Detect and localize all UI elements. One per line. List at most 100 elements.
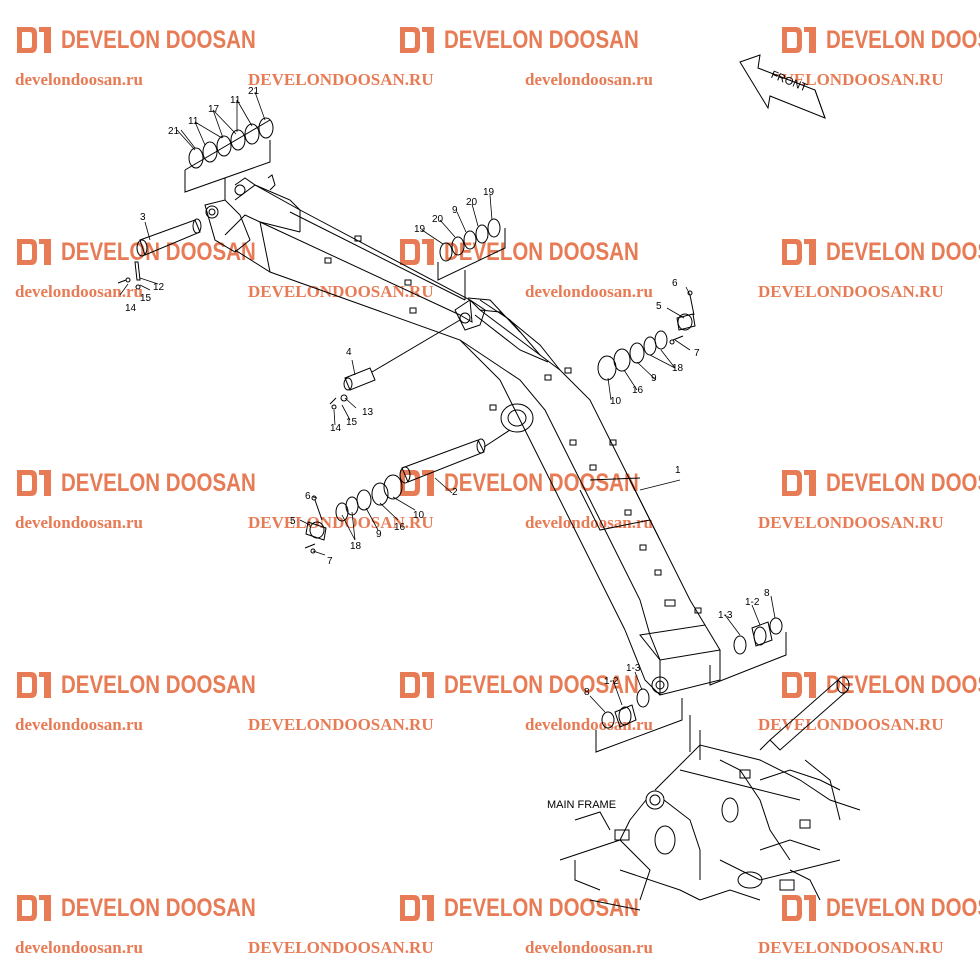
develon-logo-icon: [398, 237, 436, 267]
watermark-logo: DEVELON DOOSAN: [780, 670, 980, 700]
part-number-label: 12: [153, 282, 165, 293]
watermark-site: develondoosan.ru: [15, 513, 143, 532]
watermark-site: develondoosan.ru: [15, 938, 143, 957]
watermark-logo: DEVELON DOOSAN: [15, 468, 299, 498]
part-number-label: 1-3: [718, 610, 733, 621]
watermark-logo: DEVELON DOOSAN: [398, 670, 682, 700]
watermark-site: develondoosan.ru: [525, 715, 653, 734]
part-number-label: 16: [394, 522, 406, 533]
watermark-site: develondoosan.ru: [15, 715, 143, 734]
part-number-label: 5: [656, 301, 662, 312]
part-number-label: 11: [188, 116, 199, 127]
part-number-label: 7: [327, 556, 333, 567]
watermark-brand: DEVELON DOOSAN: [826, 670, 980, 699]
pin-large-bottom: [759, 676, 850, 751]
watermark-site: develondoosan.ru: [525, 70, 653, 89]
watermark-site: DEVELONDOOSAN.RU: [248, 715, 434, 734]
watermark-logo: DEVELON DOOSAN: [398, 468, 682, 498]
watermark-logo: DEVELON DOOSAN: [780, 237, 980, 267]
watermark-site: DEVELONDOOSAN.RU: [248, 513, 434, 532]
part-number-label: 9: [651, 373, 657, 384]
watermark-logo: DEVELON DOOSAN: [780, 893, 980, 923]
part-number-label: 10: [413, 510, 425, 521]
watermark-site: DEVELONDOOSAN.RU: [248, 282, 434, 301]
watermark-site: develondoosan.ru: [525, 282, 653, 301]
part-number-label: 20: [466, 197, 478, 208]
watermark-brand: DEVELON DOOSAN: [61, 468, 256, 497]
part-number-label: 6: [305, 491, 311, 502]
part-labels: 1234556677889991010111112131414151516161…: [125, 86, 770, 698]
bushings-bottom: [595, 617, 787, 753]
part-number-label: 13: [362, 407, 374, 418]
part-number-label: 21: [168, 126, 180, 137]
watermark-site: DEVELONDOOSAN.RU: [758, 938, 944, 957]
watermark-logo: DEVELON DOOSAN: [398, 25, 682, 55]
develon-logo-icon: [15, 25, 53, 55]
watermark-brand: DEVELON DOOSAN: [61, 25, 256, 54]
main-frame: [559, 730, 861, 911]
watermark-logo: DEVELON DOOSAN: [780, 468, 980, 498]
part-number-label: 16: [632, 385, 644, 396]
part-number-label: 4: [346, 347, 352, 358]
part-number-label: 5: [290, 516, 296, 527]
watermark-site: DEVELONDOOSAN.RU: [758, 513, 944, 532]
leader-lines: [119, 91, 776, 713]
watermark-brand: DEVELON DOOSAN: [826, 468, 980, 497]
watermark-site: DEVELONDOOSAN.RU: [758, 282, 944, 301]
develon-logo-icon: [15, 237, 53, 267]
part-number-label: 1-2: [604, 676, 619, 687]
part-number-label: 18: [672, 363, 684, 374]
develon-logo-icon: [780, 237, 818, 267]
watermark-brand: DEVELON DOOSAN: [444, 468, 639, 497]
main-frame-label: MAIN FRAME: [547, 799, 616, 811]
part-number-label: 20: [432, 214, 444, 225]
part-number-label: 9: [452, 205, 458, 216]
part-number-label: 18: [350, 541, 362, 552]
watermark-site: DEVELONDOOSAN.RU: [758, 715, 944, 734]
pin-4: [329, 319, 461, 410]
shim-stack-top: [184, 117, 274, 200]
part-number-label: 8: [764, 588, 770, 599]
watermark-brand: DEVELON DOOSAN: [444, 670, 639, 699]
part-number-label: 1-2: [745, 597, 760, 608]
develon-logo-icon: [15, 893, 53, 923]
washers-left: [304, 474, 403, 554]
part-number-label: 6: [672, 278, 678, 289]
watermark-logo: DEVELON DOOSAN: [15, 893, 299, 923]
develon-logo-icon: [780, 893, 818, 923]
part-number-label: 1: [675, 465, 681, 476]
watermark-brand: DEVELON DOOSAN: [444, 237, 639, 266]
part-number-label: 11: [230, 95, 241, 106]
watermark-site: develondoosan.ru: [525, 938, 653, 957]
develon-logo-icon: [780, 25, 818, 55]
develon-logo-icon: [15, 670, 53, 700]
watermark-brand: DEVELON DOOSAN: [826, 237, 980, 266]
develon-logo-icon: [15, 468, 53, 498]
part-number-label: 15: [140, 293, 152, 304]
front-arrow-icon: [739, 54, 826, 119]
develon-logo-icon: [398, 25, 436, 55]
pin-2: [399, 429, 511, 484]
watermark-site: develondoosan.ru: [15, 282, 143, 301]
develon-logo-icon: [398, 893, 436, 923]
watermark-logo: DEVELON DOOSAN: [780, 25, 980, 55]
develon-logo-icon: [780, 670, 818, 700]
part-number-label: 3: [140, 212, 146, 223]
watermark-logo: DEVELON DOOSAN: [398, 237, 682, 267]
watermark-brand: DEVELON DOOSAN: [826, 25, 980, 54]
part-number-label: 1-3: [626, 663, 641, 674]
part-number-label: 21: [248, 86, 260, 97]
develon-logo-icon: [398, 468, 436, 498]
watermark-brand: DEVELON DOOSAN: [61, 237, 256, 266]
watermark-logo: DEVELON DOOSAN: [15, 670, 299, 700]
part-number-label: 19: [414, 224, 426, 235]
watermark-logo: DEVELON DOOSAN: [398, 893, 682, 923]
watermark-site: develondoosan.ru: [15, 70, 143, 89]
part-number-label: 9: [376, 529, 382, 540]
part-number-label: 14: [330, 423, 342, 434]
develon-logo-icon: [398, 670, 436, 700]
watermark-site: DEVELONDOOSAN.RU: [248, 938, 434, 957]
part-number-label: 17: [208, 104, 220, 115]
